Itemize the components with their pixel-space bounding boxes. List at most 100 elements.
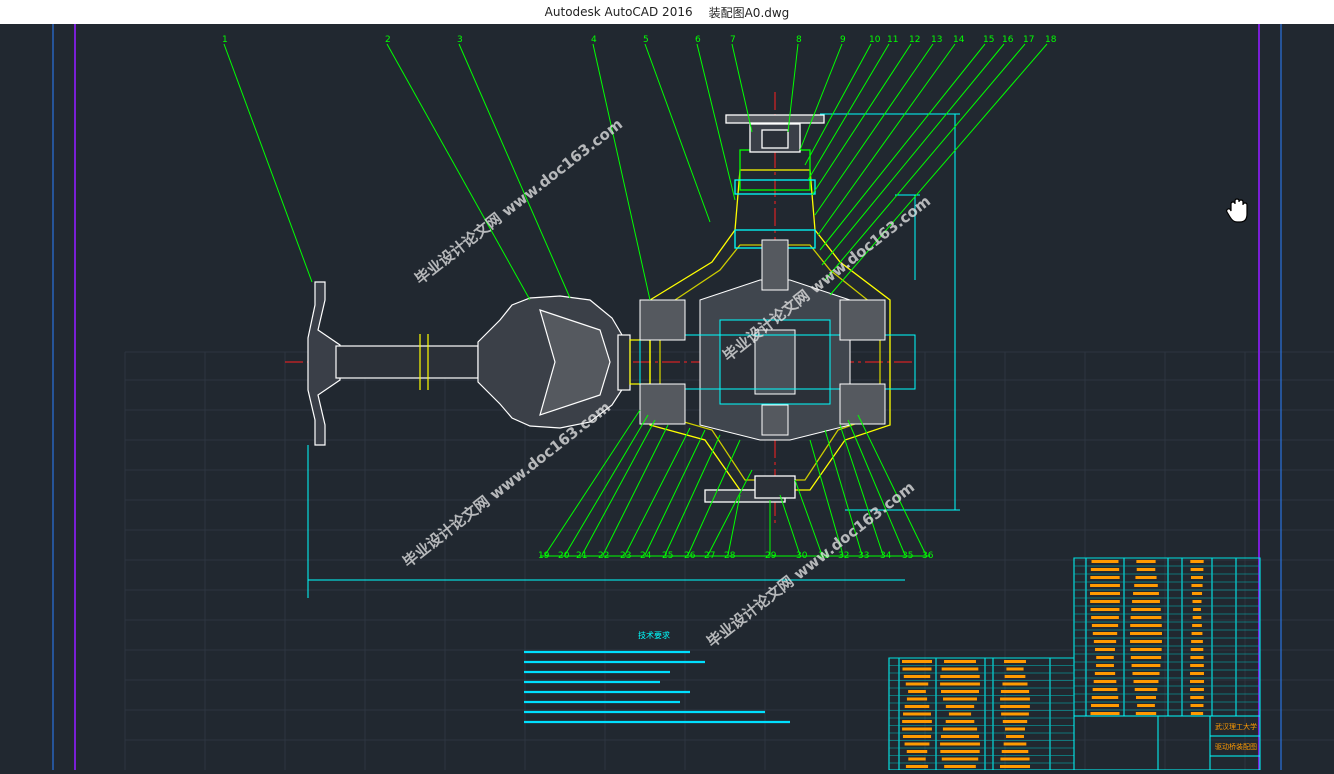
table-cell-text xyxy=(1130,616,1162,619)
part-number-7: 7 xyxy=(730,35,736,45)
part-number-28: 28 xyxy=(724,551,736,561)
table-cell-text xyxy=(1003,742,1027,746)
table-cell-text xyxy=(905,765,929,768)
window-title-bar: Autodesk AutoCAD 2016 装配图A0.dwg xyxy=(0,0,1334,24)
title-block: 武汉理工大学 驱动桥装配图 xyxy=(1073,715,1261,771)
table-cell-text xyxy=(941,690,979,693)
table-cell-text xyxy=(1090,576,1120,579)
table-cell-text xyxy=(1190,688,1204,691)
table-cell-text xyxy=(1093,680,1117,683)
notes-title: 技术要求 xyxy=(638,630,670,640)
table-cell-text xyxy=(1191,592,1203,595)
table-cell-text xyxy=(1192,624,1202,627)
table-cell-text xyxy=(1136,560,1156,563)
table-cell-text xyxy=(1191,640,1203,643)
part-number-23: 23 xyxy=(620,551,631,561)
table-cell-text xyxy=(904,705,930,708)
table-cell-text xyxy=(1190,680,1204,683)
table-cell-text xyxy=(902,660,932,663)
part-number-16: 16 xyxy=(1002,35,1014,45)
table-cell-text xyxy=(1000,690,1030,693)
table-cell-text xyxy=(1190,576,1204,579)
table-cell-text xyxy=(902,735,932,738)
part-number-31: 31 xyxy=(818,551,829,561)
table-cell-text xyxy=(948,712,972,716)
table-cell-text xyxy=(1001,712,1029,716)
sheet-border xyxy=(52,24,1282,770)
table-cell-text xyxy=(1190,672,1204,675)
part-number-33: 33 xyxy=(858,551,869,561)
table-cell-text xyxy=(1190,560,1204,563)
table-cell-text xyxy=(945,720,975,723)
table-cell-text xyxy=(1190,656,1204,659)
part-number-36: 36 xyxy=(922,551,934,561)
part-number-26: 26 xyxy=(684,551,696,561)
part-number-8: 8 xyxy=(796,35,802,45)
part-number-34: 34 xyxy=(880,551,892,561)
table-cell-text xyxy=(1000,697,1030,701)
table-cell-text xyxy=(1132,672,1160,675)
table-cell-text xyxy=(1131,664,1161,667)
flange xyxy=(307,281,479,446)
hand-pan-icon xyxy=(1226,198,1248,223)
table-cell-text xyxy=(1090,600,1120,603)
table-cell-text xyxy=(943,697,977,701)
table-cell-text xyxy=(1002,682,1028,686)
table-cell-text xyxy=(940,675,980,678)
table-cell-text xyxy=(1091,624,1119,627)
part-number-15: 15 xyxy=(983,35,994,45)
part-number-10: 10 xyxy=(869,35,881,45)
parts-list-left-rows xyxy=(889,657,1074,768)
table-cell-text xyxy=(908,757,926,761)
part-number-11: 11 xyxy=(887,35,898,45)
parts-list-left xyxy=(888,657,1075,771)
part-number-35: 35 xyxy=(902,551,913,561)
table-cell-text xyxy=(944,660,976,663)
table-cell-text xyxy=(1092,688,1118,691)
table-cell-text xyxy=(1095,648,1115,651)
leader-lines-top xyxy=(223,43,1048,301)
table-cell-text xyxy=(940,735,980,738)
table-cell-text xyxy=(1133,592,1159,595)
table-cell-text xyxy=(1190,696,1204,699)
table-cell-text xyxy=(1190,568,1204,571)
part-number-4: 4 xyxy=(591,35,597,45)
part-number-1: 1 xyxy=(222,35,228,45)
table-cell-text xyxy=(1091,704,1119,707)
part-number-17: 17 xyxy=(1023,35,1034,45)
table-cell-text xyxy=(1090,608,1120,611)
table-cell-text xyxy=(1130,640,1162,643)
table-cell-text xyxy=(1091,560,1119,563)
table-cell-text xyxy=(1133,680,1159,683)
table-cell-text xyxy=(1092,632,1118,635)
table-cell-text xyxy=(902,720,932,723)
part-number-6: 6 xyxy=(695,35,701,45)
table-cell-text xyxy=(1090,592,1120,595)
part-number-3: 3 xyxy=(457,35,463,45)
table-cell-text xyxy=(1190,648,1204,651)
gear-assembly xyxy=(639,239,916,441)
table-cell-text xyxy=(941,757,979,761)
table-cell-text xyxy=(1132,600,1160,603)
table-cell-text xyxy=(1130,632,1162,635)
part-number-18: 18 xyxy=(1045,35,1057,45)
differential-housing xyxy=(649,114,891,503)
table-cell-text xyxy=(1005,727,1025,731)
table-cell-text xyxy=(1134,584,1158,587)
table-cell-text xyxy=(1192,600,1202,603)
part-number-32: 32 xyxy=(838,551,849,561)
table-cell-text xyxy=(1130,656,1162,659)
table-cell-text xyxy=(1093,640,1117,643)
table-cell-text xyxy=(1191,584,1203,587)
table-cell-text xyxy=(1191,632,1203,635)
part-number-30: 30 xyxy=(796,551,808,561)
table-cell-text xyxy=(1190,664,1204,667)
table-cell-text xyxy=(1094,672,1116,675)
table-cell-text xyxy=(902,667,932,671)
table-cell-text xyxy=(1004,675,1026,678)
table-cell-text xyxy=(1131,608,1161,611)
table-cell-text xyxy=(1136,568,1156,571)
table-cell-text xyxy=(1006,735,1024,738)
title-drawing-name: 驱动桥装配图 xyxy=(1215,742,1257,751)
